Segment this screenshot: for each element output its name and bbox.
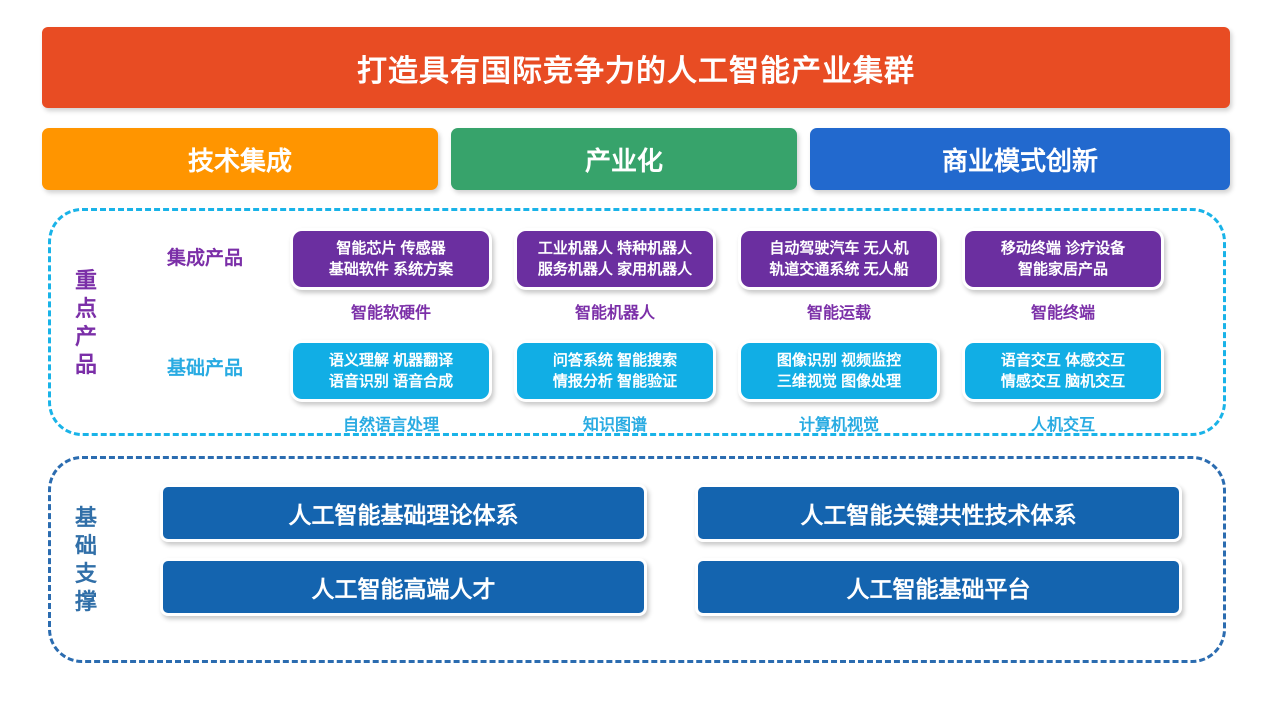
foundation-box-high-end-talent[interactable]: 人工智能高端人才 <box>160 558 647 616</box>
product-card-line-1: 移动终端 诊疗设备 <box>1000 239 1126 257</box>
diagram-title-bar: 打造具有国际竞争力的人工智能产业集群 <box>42 27 1230 108</box>
product-card-smart-terminal[interactable]: 移动终端 诊疗设备 智能家居产品 智能终端 <box>962 228 1164 323</box>
foundation-box-label: 人工智能关键共性技术体系 <box>800 502 1077 528</box>
product-card-caption: 自然语言处理 <box>342 417 439 434</box>
product-card-line-2: 情报分析 智能验证 <box>552 373 678 390</box>
foundation-support-grid: 人工智能基础理论体系 人工智能关键共性技术体系 人工智能高端人才 人工智能基础平… <box>160 484 1182 616</box>
pillar-label: 商业模式创新 <box>941 145 1098 176</box>
pillar-technology-integration[interactable]: 技术集成 <box>42 128 438 190</box>
foundation-box-basic-platform[interactable]: 人工智能基础平台 <box>695 558 1182 616</box>
pillar-business-model-innovation[interactable]: 商业模式创新 <box>810 128 1230 190</box>
product-card-box[interactable]: 语义理解 机器翻译 语音识别 语音合成 <box>290 340 492 402</box>
row-label-integrated-products: 集成产品 <box>166 248 243 269</box>
pillar-label: 产业化 <box>584 145 663 176</box>
side-label-char: 点 <box>74 295 97 321</box>
product-card-line-1: 问答系统 智能搜索 <box>552 351 678 369</box>
side-label-char: 础 <box>74 532 97 558</box>
product-card-line-1: 语音交互 体感交互 <box>1000 351 1126 369</box>
diagram-title-text: 打造具有国际竞争力的人工智能产业集群 <box>357 54 915 88</box>
product-card-caption: 智能运载 <box>806 305 871 322</box>
product-card-smart-robots[interactable]: 工业机器人 特种机器人 服务机器人 家用机器人 智能机器人 <box>514 228 716 323</box>
product-card-caption: 知识图谱 <box>582 417 647 434</box>
integrated-products-row: 智能芯片 传感器 基础软件 系统方案 智能软硬件 工业机器人 特种机器人 服务机… <box>290 228 1164 323</box>
product-card-line-1: 语义理解 机器翻译 <box>328 351 454 369</box>
product-card-box[interactable]: 工业机器人 特种机器人 服务机器人 家用机器人 <box>514 228 716 290</box>
product-card-human-computer-interaction[interactable]: 语音交互 体感交互 情感交互 脑机交互 人机交互 <box>962 340 1164 435</box>
product-card-knowledge-graph[interactable]: 问答系统 智能搜索 情报分析 智能验证 知识图谱 <box>514 340 716 435</box>
side-label-char: 撑 <box>74 589 97 615</box>
foundation-box-label: 人工智能高端人才 <box>311 576 496 602</box>
product-card-caption: 智能终端 <box>1030 305 1095 322</box>
product-card-computer-vision[interactable]: 图像识别 视频监控 三维视觉 图像处理 计算机视觉 <box>738 340 940 435</box>
basic-products-row: 语义理解 机器翻译 语音识别 语音合成 自然语言处理 问答系统 智能搜索 情报分… <box>290 340 1164 435</box>
foundation-box-key-common-technology[interactable]: 人工智能关键共性技术体系 <box>695 484 1182 542</box>
product-card-line-2: 语音识别 语音合成 <box>328 373 454 390</box>
product-card-box[interactable]: 问答系统 智能搜索 情报分析 智能验证 <box>514 340 716 402</box>
row-label-basic-products: 基础产品 <box>166 358 243 379</box>
foundation-support-side-label: 基 础 支 撑 <box>66 474 106 646</box>
side-label-char: 品 <box>74 352 97 378</box>
product-card-smart-software-hardware[interactable]: 智能芯片 传感器 基础软件 系统方案 智能软硬件 <box>290 228 492 323</box>
product-card-caption: 计算机视觉 <box>798 417 879 434</box>
product-card-box[interactable]: 移动终端 诊疗设备 智能家居产品 <box>962 228 1164 290</box>
side-label-char: 支 <box>74 561 97 586</box>
product-card-line-2: 三维视觉 图像处理 <box>776 373 902 390</box>
product-card-line-1: 工业机器人 特种机器人 <box>537 239 693 257</box>
product-card-line-2: 服务机器人 家用机器人 <box>537 261 693 278</box>
foundation-box-basic-theory[interactable]: 人工智能基础理论体系 <box>160 484 647 542</box>
side-label-char: 重 <box>74 267 97 293</box>
product-card-line-1: 图像识别 视频监控 <box>776 351 902 369</box>
pillar-label: 技术集成 <box>187 145 292 176</box>
side-label-char: 产 <box>74 324 97 349</box>
product-card-line-2: 基础软件 系统方案 <box>328 261 454 278</box>
product-card-smart-transport[interactable]: 自动驾驶汽车 无人机 轨道交通系统 无人船 智能运载 <box>738 228 940 323</box>
product-card-caption: 人机交互 <box>1030 417 1095 434</box>
product-card-line-1: 自动驾驶汽车 无人机 <box>769 239 909 257</box>
product-card-box[interactable]: 智能芯片 传感器 基础软件 系统方案 <box>290 228 492 290</box>
product-card-caption: 智能软硬件 <box>350 305 431 322</box>
foundation-box-label: 人工智能基础理论体系 <box>288 502 519 528</box>
foundation-box-label: 人工智能基础平台 <box>846 576 1031 602</box>
foundation-support-panel <box>48 456 1226 663</box>
product-card-line-2: 轨道交通系统 无人船 <box>769 261 909 278</box>
pillar-industrialization[interactable]: 产业化 <box>451 128 797 190</box>
product-card-line-2: 情感交互 脑机交互 <box>1000 373 1126 390</box>
side-label-char: 基 <box>74 504 97 530</box>
product-card-caption: 智能机器人 <box>574 305 655 322</box>
product-card-nlp[interactable]: 语义理解 机器翻译 语音识别 语音合成 自然语言处理 <box>290 340 492 435</box>
product-card-box[interactable]: 图像识别 视频监控 三维视觉 图像处理 <box>738 340 940 402</box>
product-card-box[interactable]: 语音交互 体感交互 情感交互 脑机交互 <box>962 340 1164 402</box>
product-card-line-1: 智能芯片 传感器 <box>336 239 446 257</box>
pillar-bar-group: 技术集成 产业化 商业模式创新 <box>42 128 1230 190</box>
key-products-side-label: 重 点 产 品 <box>66 224 106 422</box>
product-card-line-2: 智能家居产品 <box>1017 261 1108 278</box>
key-products-panel <box>48 208 1226 436</box>
product-card-box[interactable]: 自动驾驶汽车 无人机 轨道交通系统 无人船 <box>738 228 940 290</box>
